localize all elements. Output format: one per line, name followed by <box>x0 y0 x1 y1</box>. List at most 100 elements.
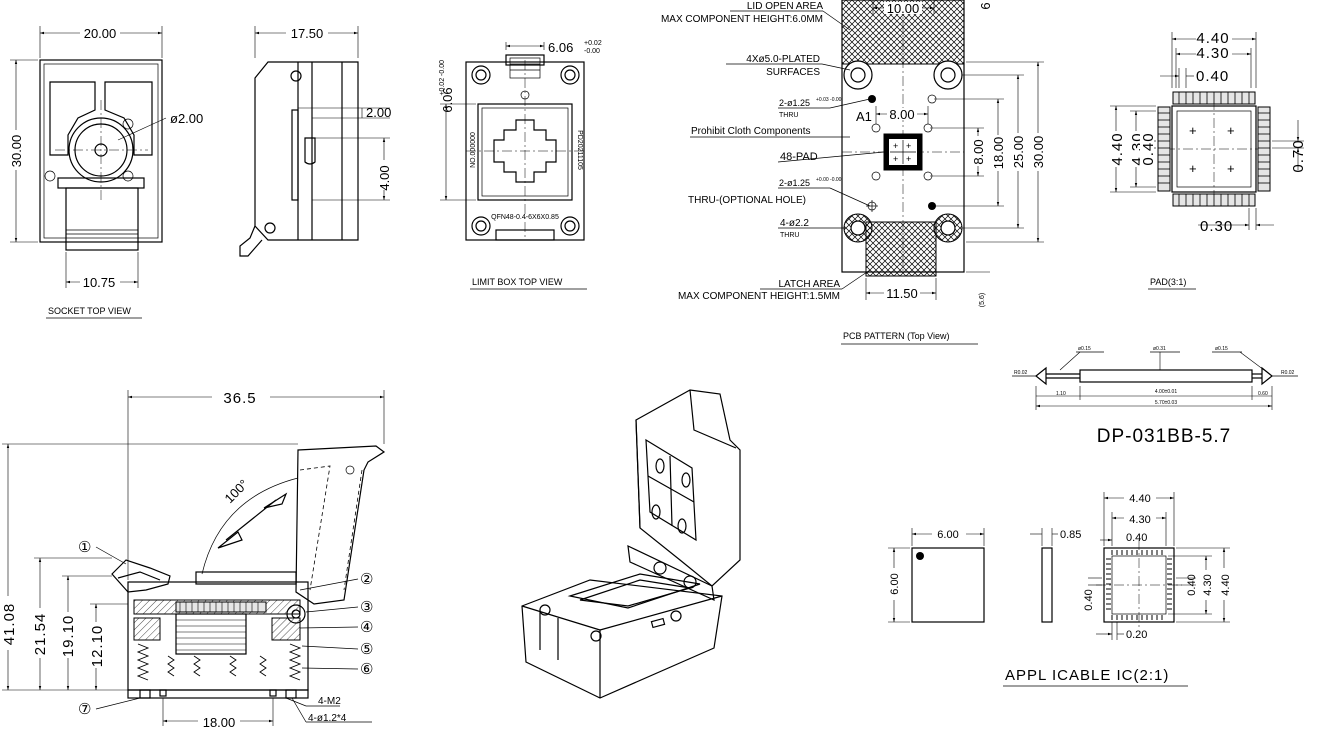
socket-top-view-caption: SOCKET TOP VIEW <box>48 306 131 316</box>
svg-text:+: + <box>1227 161 1235 176</box>
balloon-1: ① <box>78 539 92 556</box>
socket-top-view: 20.00 30.00 ø2.00 10.75 SOCKET TOP VIEW <box>9 26 203 319</box>
limit-box-top-dim: 6.06 <box>548 40 573 55</box>
svg-text:+: + <box>1189 123 1197 138</box>
pad-dim-440: 4.40 <box>1196 30 1229 47</box>
ic-dim-430: 4.30 <box>1129 514 1150 526</box>
pcb-3000-dim: 30.00 <box>1031 136 1046 169</box>
section-m2-label: 4-M2 <box>318 696 341 707</box>
lid-max-height-label: MAX COMPONENT HEIGHT:6.0MM <box>661 14 823 25</box>
balloon-5: ⑤ <box>360 641 374 658</box>
pin-title: DP-031BB-5.7 <box>1097 426 1232 447</box>
plated-label: 4Xø5.0-PLATED <box>746 54 820 65</box>
hole-c-label: 4-ø2.2 <box>780 218 809 229</box>
pcb-top-dim: 10.00 <box>887 1 920 16</box>
limit-box-left-dim: 6.06 <box>440 87 455 112</box>
ic-dim-040: 0.40 <box>1126 532 1147 544</box>
svg-text:+: + <box>893 141 898 151</box>
pcb-800-h-dim: 8.00 <box>889 107 914 122</box>
socket-hole-dim: ø2.00 <box>170 111 203 126</box>
pad-dim-040: 0.40 <box>1196 68 1229 85</box>
balloon-2: ② <box>360 571 374 588</box>
svg-text:+: + <box>906 141 911 151</box>
pin-tip-left: R0.02 <box>1014 370 1028 376</box>
pad-dim-070: 0.70 <box>1290 139 1307 172</box>
socket-height-dim: 30.00 <box>9 135 24 168</box>
limit-box-marking-bottom: QFN48-0.4-6X6X0.85 <box>491 214 559 221</box>
pad-dim-430: 4.30 <box>1196 45 1229 62</box>
section-pins-label: 4-ø1.2*4 <box>308 713 347 724</box>
pad-dim-040-v: 0.40 <box>1140 132 1157 165</box>
pad-dim-030: 0.30 <box>1200 218 1233 235</box>
section-bottom-dim: 18.00 <box>203 715 236 730</box>
limit-box-marking-left: NO.000000 <box>470 132 477 168</box>
hole-b-tol: +0.00 -0.00 <box>816 177 842 183</box>
hole-a-thru: THRU <box>779 112 798 119</box>
ic-dim-440-v: 4.40 <box>1220 574 1232 595</box>
limit-box-marking-right: PD20211105 <box>576 130 583 170</box>
svg-text:+: + <box>1189 161 1197 176</box>
balloon-6: ⑥ <box>360 661 374 678</box>
ic-dim-040-v: 0.40 <box>1083 589 1095 610</box>
pcb-1800-dim: 18.00 <box>991 137 1006 170</box>
ic-dim-040-v2: 0.40 <box>1186 574 1198 595</box>
pad-label: 48-PAD <box>780 151 818 163</box>
limit-box-left-tol: +0.02 -0.00 <box>439 60 446 96</box>
socket-width-dim: 20.00 <box>84 26 117 41</box>
pad-caption: PAD(3:1) <box>1150 277 1186 287</box>
hole-a-tol: +0.03 -0.00 <box>816 97 842 103</box>
latch-area-label: LATCH AREA <box>779 279 841 290</box>
hole-c-thru: THRU <box>780 232 799 239</box>
balloon-7: ⑦ <box>78 701 92 718</box>
balloon-3: ③ <box>360 599 374 616</box>
balloon-4: ④ <box>360 619 374 636</box>
ic-dim-430-v: 4.30 <box>1202 574 1214 595</box>
optional-hole-label: THRU-(OPTIONAL HOLE) <box>688 195 806 206</box>
side-dim-b: 4.00 <box>377 165 392 190</box>
pin-len-body: 4.00±0.01 <box>1155 389 1177 395</box>
applicable-ic-caption: APPL ICABLE IC(2:1) <box>1005 667 1169 684</box>
latch-max-height-label: MAX COMPONENT HEIGHT:1.5MM <box>678 291 840 302</box>
pcb-800-v-dim: 8.00 <box>971 139 986 164</box>
svg-text:+: + <box>1227 123 1235 138</box>
pogo-pin: ø0.15 ø0.31 ø0.15 R0.02 R0.02 1.10 4.00±… <box>1012 346 1298 447</box>
pcb-bottom-dim: 11.50 <box>886 286 918 301</box>
svg-text:+: + <box>893 154 898 164</box>
socket-bottom-dim: 10.75 <box>83 275 116 290</box>
applicable-ic: 6.00 6.00 0.85 <box>888 491 1232 687</box>
ic-dim-020: 0.20 <box>1126 629 1147 641</box>
pad-dim-440-v: 4.40 <box>1109 132 1126 165</box>
prohibit-label: Prohibit Cloth Components <box>691 126 811 137</box>
pin-len-total: 5.70±0.03 <box>1155 400 1177 406</box>
side-section-view: 100° 36.5 41.08 21.54 19.10 12.10 18.00 … <box>1 389 386 730</box>
socket-side-view: 17.50 2.00 4.00 <box>239 26 392 257</box>
section-h-4108: 41.08 <box>1 603 18 646</box>
pin-dia-right: ø0.15 <box>1215 346 1228 352</box>
ic-thickness: 0.85 <box>1060 529 1081 541</box>
pin-dia-left: ø0.15 <box>1078 346 1091 352</box>
hole-b-label: 2-ø1.25 <box>779 178 810 188</box>
pad-detail: + + + + <box>1108 30 1307 290</box>
pin-len-b: 0.60 <box>1258 391 1268 397</box>
a1-label: A1 <box>856 109 872 124</box>
pin-tip-right: R0.02 <box>1281 370 1295 376</box>
isometric-view <box>521 389 741 699</box>
section-h-1210: 12.10 <box>89 625 106 668</box>
hole-a-label: 2-ø1.25 <box>779 98 810 108</box>
pcb-2500-dim: 25.00 <box>1011 136 1026 169</box>
side-dim-a: 2.00 <box>366 105 391 120</box>
section-h-2154: 21.54 <box>32 613 49 656</box>
pcb-pattern: + + + + LID OPEN AREA MAX COMPONENT HEIGHT… <box>661 0 1046 345</box>
pcb-56-dim: (5.6) <box>979 293 986 307</box>
pin-dia-mid: ø0.31 <box>1153 346 1166 352</box>
svg-text:+: + <box>906 154 911 164</box>
limit-box-top-tol-plus: +0.02 <box>584 40 602 47</box>
limit-box-caption: LIMIT BOX TOP VIEW <box>472 277 563 287</box>
limit-box-top-tol-minus: -0.00 <box>584 48 600 55</box>
plated-label-2: SURFACES <box>766 67 820 78</box>
lid-open-area-label: LID OPEN AREA <box>747 1 823 12</box>
pin-len-a: 1.10 <box>1056 391 1066 397</box>
side-width-dim: 17.50 <box>291 26 324 41</box>
ic-body-height: 6.00 <box>889 573 901 594</box>
section-top-dim: 36.5 <box>223 390 256 407</box>
